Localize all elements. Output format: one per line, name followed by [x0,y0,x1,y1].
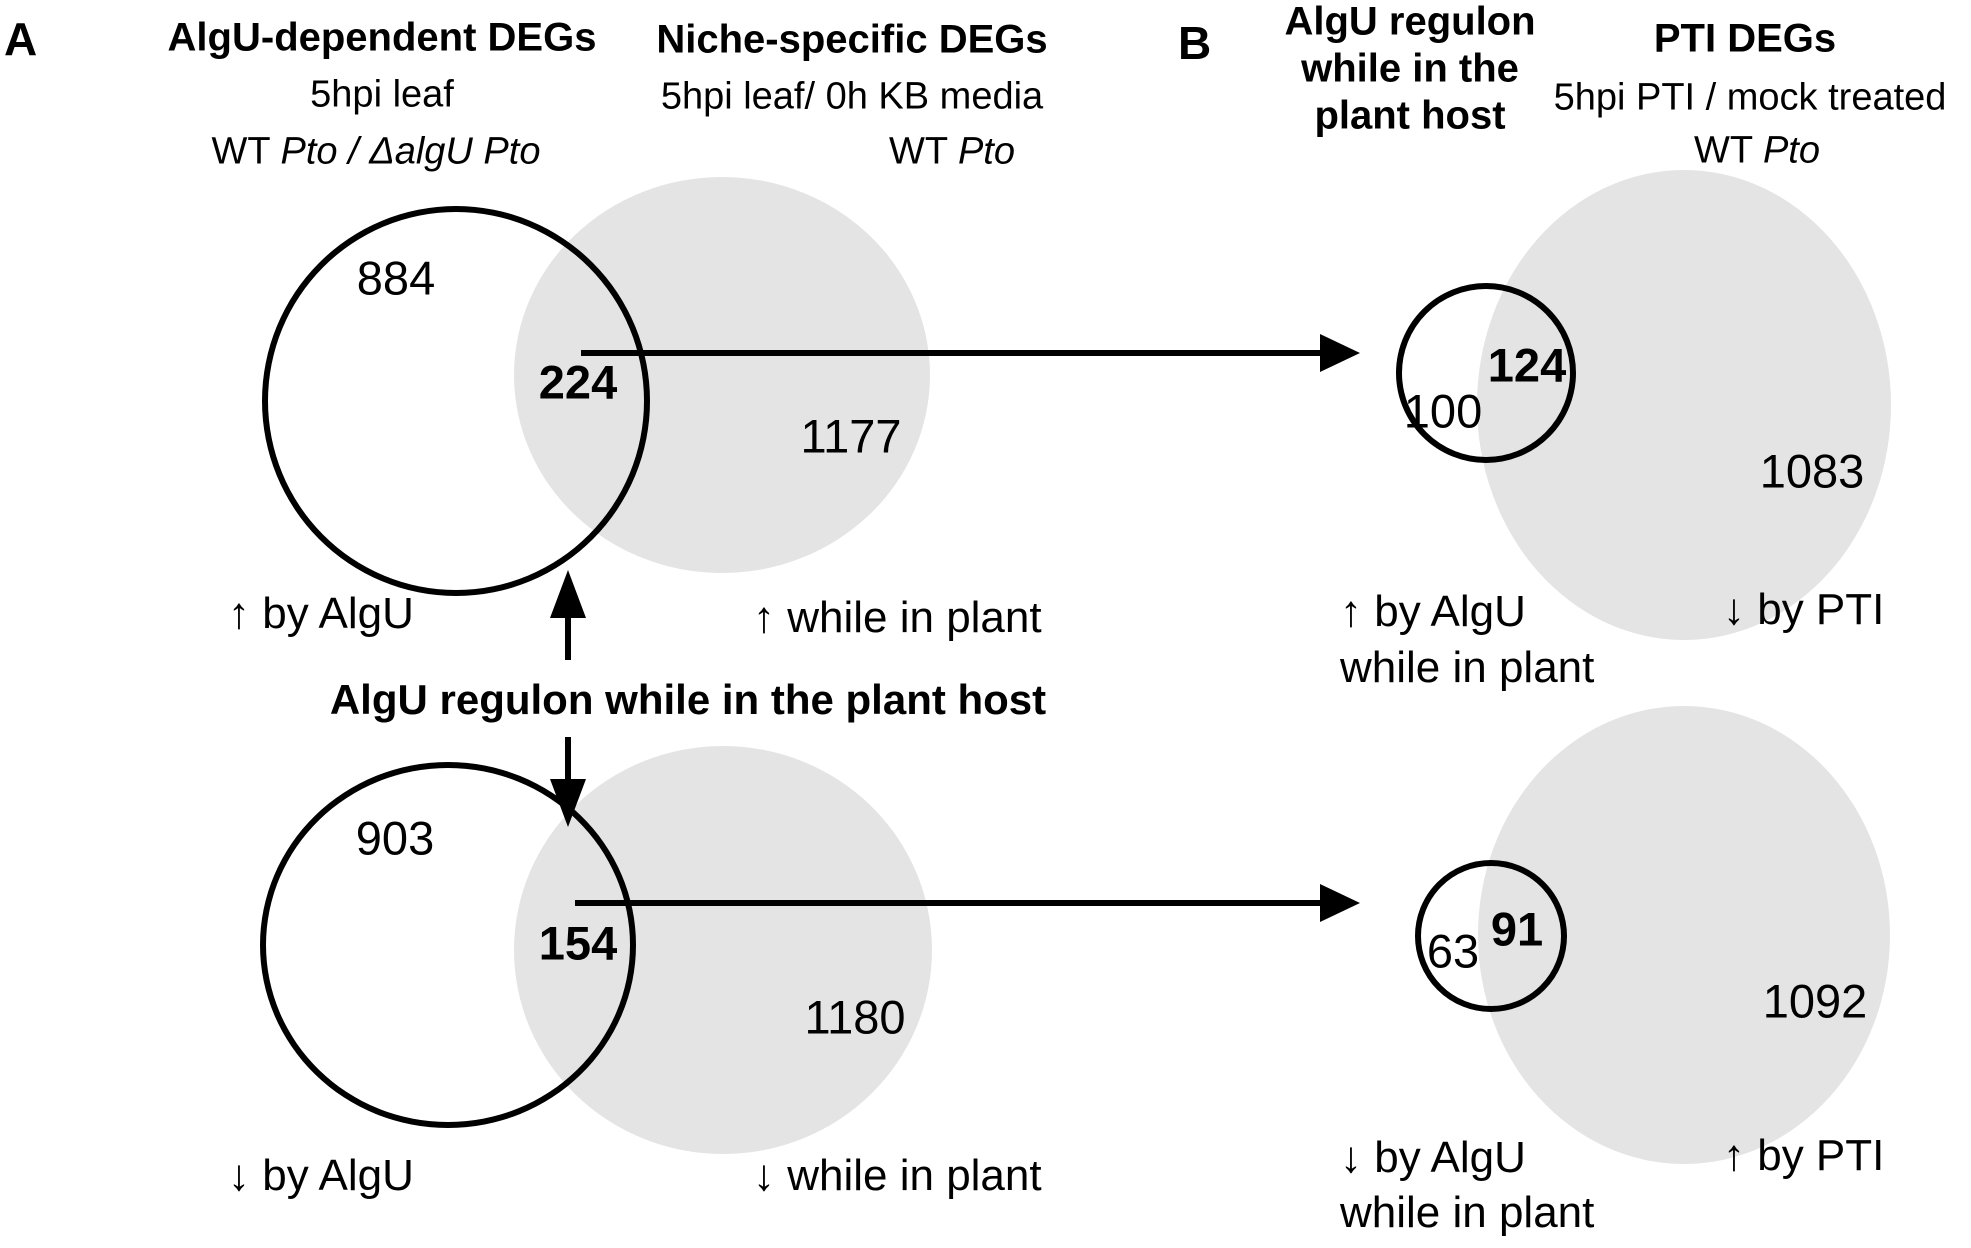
b-left-set-title-line2: while in the [1301,46,1519,91]
a-right-set-title: Niche-specific DEGs [656,17,1048,62]
a-left-set-condition: 5hpi leaf [310,73,454,116]
b-up-right-count: 1083 [1759,444,1865,498]
b-down-left-arrow-label-line1: ↓ by AlgU [1340,1133,1526,1182]
regulon-caption: AlgU regulon while in the plant host [329,676,1047,723]
a-down-right-arrow-label: ↓ while in plant [753,1151,1042,1200]
b-down-left-arrow-label-line2: while in plant [1340,1188,1595,1237]
b-down-right-arrow-label: ↑ by PTI [1723,1131,1885,1180]
b-down-left-count: 63 [1426,924,1480,978]
a-left-genotype-prefix: WT [211,130,281,173]
a-right-set-genotype: WT Pto [889,131,1015,174]
b-right-set-title: PTI DEGs [1653,16,1837,61]
b-left-set-title-line3: plant host [1314,93,1506,138]
a-left-set-genotype: WT Pto / ΔalgU Pto [212,131,541,174]
a-down-left-arrow-label: ↓ by AlgU [228,1151,414,1200]
b-right-set-condition: 5hpi PTI / mock treated [1553,76,1947,119]
b-up-left-count: 100 [1403,384,1483,438]
a-down-left-count: 903 [355,811,435,865]
b-up-left-arrow-label-line1: ↑ by AlgU [1340,587,1526,636]
b-right-genotype-strain: Pto [1762,129,1820,172]
a-down-overlap-count: 154 [538,916,618,970]
venn-b-down-regulon-circle [1415,860,1567,1012]
b-right-set-genotype: WT Pto [1694,130,1820,173]
b-down-overlap-count: 91 [1490,902,1544,956]
venn-b-up-regulon-circle [1396,283,1576,463]
venn-a-up-algu-set-circle [262,206,650,596]
b-up-left-arrow-label-line2: while in plant [1340,643,1595,692]
a-left-set-title: AlgU-dependent DEGs [167,15,597,60]
b-down-right-count: 1092 [1762,974,1868,1028]
b-up-right-arrow-label: ↓ by PTI [1723,585,1885,634]
venn-a-down-algu-set-circle [260,762,636,1128]
a-right-set-condition: 5hpi leaf/ 0h KB media [660,75,1044,118]
a-right-genotype-prefix: WT [889,130,958,173]
panel-b-label: B [1178,17,1212,69]
a-up-overlap-count: 224 [538,355,618,409]
a-up-left-arrow-label: ↑ by AlgU [228,589,414,638]
a-up-right-arrow-label: ↑ while in plant [753,593,1042,642]
b-left-set-title-line1: AlgU regulon [1284,0,1536,44]
a-left-genotype-strain: Pto / ΔalgU Pto [280,130,541,173]
a-up-left-count: 884 [356,251,436,305]
b-up-overlap-count: 124 [1487,338,1567,392]
panel-a-label: A [4,13,38,65]
a-down-right-count: 1180 [804,990,906,1044]
b-right-genotype-prefix: WT [1694,129,1763,172]
a-right-genotype-strain: Pto [957,130,1015,173]
a-up-right-count: 1177 [800,409,902,463]
